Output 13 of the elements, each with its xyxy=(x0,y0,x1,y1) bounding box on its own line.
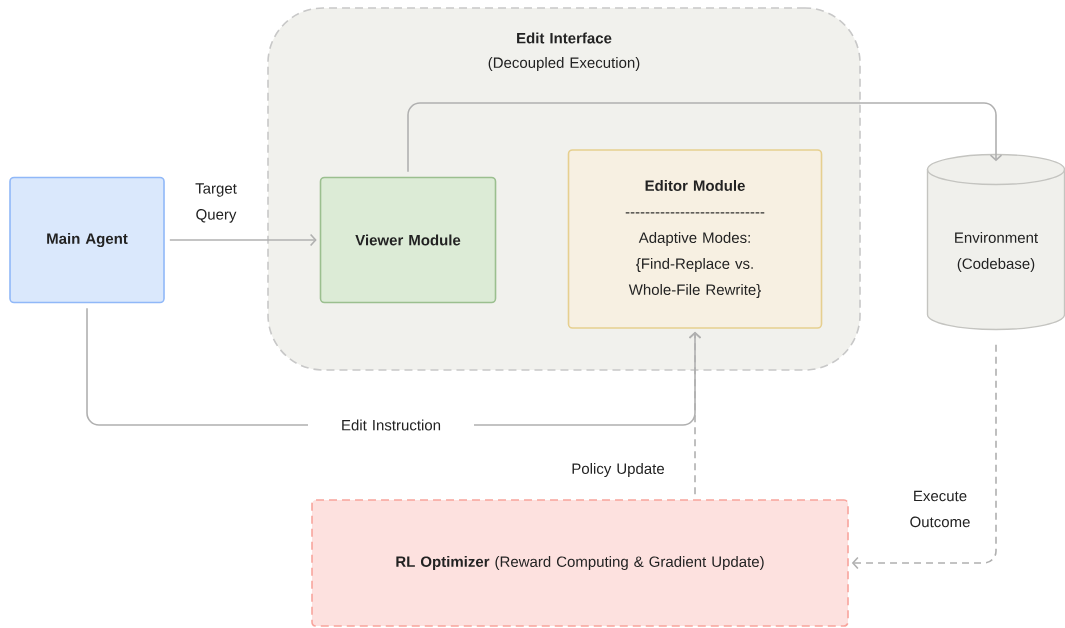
process-box: Viewer Module xyxy=(319,176,497,304)
edge-label: Target Query xyxy=(195,183,237,223)
arrow xyxy=(169,233,317,247)
process-box: Main Agent xyxy=(9,176,165,304)
arrow xyxy=(407,102,1003,173)
database-cylinder: Environment (Codebase) xyxy=(926,153,1065,331)
arrow xyxy=(851,343,997,570)
process-box: RL Optimizer (Reward Computing & Gradient Update) xyxy=(311,499,849,627)
edge-label: Policy Update xyxy=(572,463,664,477)
edge-label: Execute Outcome xyxy=(910,490,970,528)
arrow xyxy=(688,331,702,495)
process-box: Editor Module ---------------------------- Adaptive Modes: {Find-Replace vs. Whole-File Rewrite} xyxy=(567,149,823,329)
edge-label: Edit Instruction xyxy=(308,414,474,436)
